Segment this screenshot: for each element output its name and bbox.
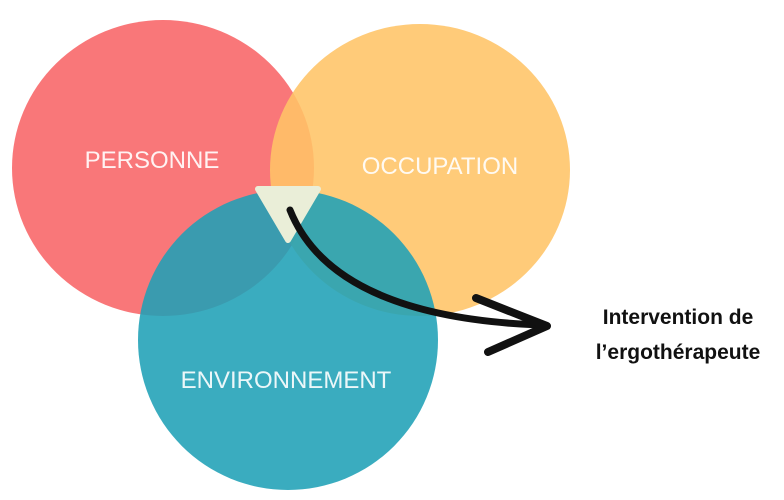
intersection-marker xyxy=(255,186,321,243)
callout-intervention: Intervention de l’ergothérapeute xyxy=(572,300,784,370)
label-personne: PERSONNE xyxy=(85,147,220,174)
circle-environnement xyxy=(138,190,438,490)
callout-line-1: Intervention de xyxy=(602,306,754,329)
label-occupation: OCCUPATION xyxy=(362,153,518,180)
label-environnement: ENVIRONNEMENT xyxy=(181,367,392,394)
callout-line-2: l’ergothérapeute xyxy=(595,341,761,364)
arrow-to-callout xyxy=(286,206,551,356)
